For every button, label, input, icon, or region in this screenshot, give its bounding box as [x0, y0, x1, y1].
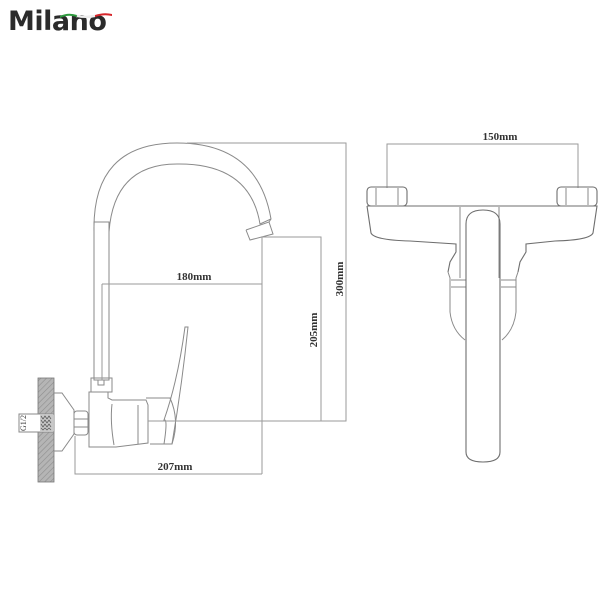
gooseneck-spout	[93, 142, 272, 233]
right-hex-nut	[556, 186, 598, 207]
mixer-body	[88, 391, 149, 448]
brand-name: Milano	[8, 6, 107, 37]
pipe-thread-label: G1/2	[19, 415, 28, 431]
spout-reach-dimension: 180mm	[177, 271, 212, 283]
connection-centers-dimension: 150mm	[483, 131, 518, 143]
spout-front	[465, 209, 501, 463]
wall-projection-dimension: 207mm	[158, 461, 193, 473]
mixer-lever-handle	[163, 326, 189, 445]
mixer-body-front	[366, 205, 598, 273]
italian-flag-swoosh-icon	[60, 13, 112, 18]
side-view: G1/2 180mm 205mm 300mm	[18, 142, 347, 483]
front-view: 150mm	[366, 131, 598, 463]
left-hex-nut	[366, 186, 408, 207]
escutcheon	[54, 392, 75, 452]
spout-height-dimension: 205mm	[308, 313, 320, 348]
total-height-dimension: 300mm	[334, 262, 346, 297]
